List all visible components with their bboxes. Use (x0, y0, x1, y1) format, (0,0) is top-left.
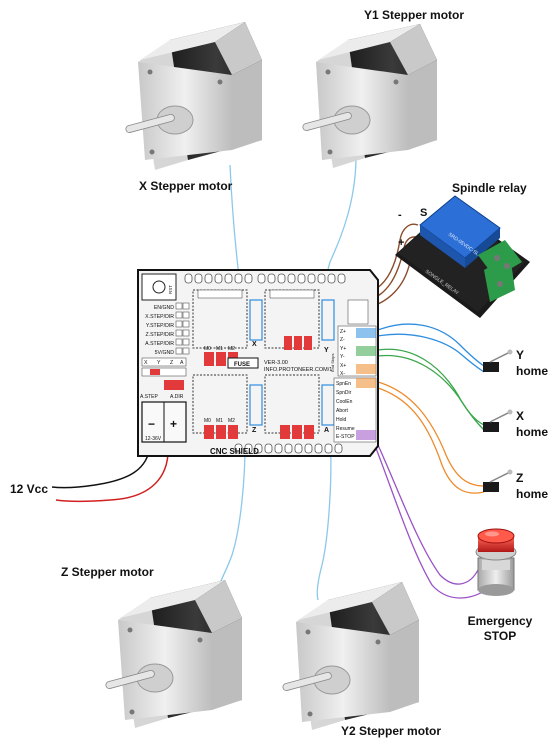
z-stepper-motor (105, 580, 242, 728)
version-label: VER-3.00 (264, 360, 288, 366)
x-home-line2: home (516, 425, 549, 439)
fuse (227, 357, 259, 369)
shield-controls-3-text: Abort (336, 408, 349, 414)
shield-microstep-0-text: M0 (204, 346, 211, 352)
relay-minus-label: - (398, 209, 402, 221)
spindle-relay-module: SRD-05VDC-SL-C SONGLE_RELAY (395, 195, 530, 318)
driver-socket-y: Y (264, 289, 335, 354)
shield-microstep-2-text: M2 (228, 346, 235, 352)
y2-motor-wire (316, 431, 332, 601)
estop-line1: Emergency (467, 614, 533, 628)
pin-label-z: Z.STEP/DIR (145, 332, 174, 338)
y1-motor-label: Y1 Stepper motor (364, 8, 465, 22)
a-step-label: A.STEP (140, 394, 158, 400)
shield-end_stops-0-text: Z+ (340, 329, 346, 335)
vcc-label: 12 Vcc (10, 482, 49, 496)
z-home-switch (483, 469, 513, 492)
shield-end_stops_label-text: End Stops (330, 354, 335, 372)
relay-plus-label: + (398, 237, 404, 249)
shield-end_stops-4-text: X+ (340, 363, 346, 369)
end-stops-header: Z+ Z- Y+ Y- X+ X- End Stops (330, 299, 377, 377)
shield-driver_a-text: A (324, 427, 329, 434)
bottom-header (234, 443, 343, 454)
y1-stepper-motor (302, 24, 437, 168)
power-terminal: − + 12-36V (141, 401, 187, 443)
shield-clone-0-text: X (144, 360, 148, 366)
top-header (184, 273, 346, 284)
z-motor-wire (217, 429, 246, 591)
cnc-shield: RST EN/GND X.STEP/DIR Y.STEP/DIR Z.STEP/… (137, 269, 379, 457)
fuse-label: FUSE (234, 362, 250, 368)
x-stepper-motor (125, 22, 262, 170)
y-home-line1: Y (516, 348, 525, 362)
shield-microstep-2-text: M2 (228, 418, 235, 424)
shield-controls-1-text: SpnDir (336, 390, 352, 396)
shield-power_minus-text: − (148, 417, 155, 431)
relay-signal-label: S (420, 207, 427, 219)
y-home-line2: home (516, 364, 549, 378)
shield-microstep-1-text: M1 (216, 418, 223, 424)
emergency-stop-button (475, 528, 517, 596)
shield-controls-4-text: Hold (336, 417, 347, 423)
z-home-line2: home (516, 487, 549, 501)
shield-end_stops-5-text: X- (340, 371, 345, 377)
shield-driver_x-text: X (252, 341, 257, 348)
shield-title: CNC SHIELD (210, 447, 259, 456)
x-home-label: X home (516, 408, 548, 440)
spindle-relay-label: Spindle relay (452, 181, 527, 195)
shield-end_stops-1-text: Z- (340, 337, 345, 343)
z-home-line1: Z (516, 471, 524, 485)
endstop-wires (371, 323, 487, 599)
reset-label: RST (168, 285, 173, 294)
shield-driver_z-text: Z (252, 427, 257, 434)
x-home-switch (483, 409, 513, 432)
power-wires (51, 444, 169, 503)
website-label: INFO.PROTONEER.COM/1 (264, 367, 332, 373)
x-home-line1: X (516, 409, 525, 423)
shield-clone-3-text: A (180, 360, 184, 366)
pin-label-en: EN/GND (154, 305, 174, 311)
shield-controls-5-text: Resume (336, 426, 355, 432)
shield-clone-1-text: Y (157, 360, 161, 366)
pin-label-x: X.STEP/DIR (145, 314, 174, 320)
shield-end_stops-3-text: Y- (340, 354, 345, 360)
shield-power_range-text: 12-36V (145, 436, 162, 442)
driver-socket-z: M0 M1 M2 Z (192, 374, 263, 439)
y2-motor-label: Y2 Stepper motor (341, 724, 442, 738)
pin-label-y: Y.STEP/DIR (146, 323, 174, 329)
shield-driver_y-text: Y (324, 347, 329, 354)
emergency-stop-label: Emergency STOP (462, 614, 538, 644)
pin-label-5v: 5V/GND (155, 350, 175, 356)
pin-label-a: A.STEP/DIR (145, 341, 174, 347)
shield-microstep-0-text: M0 (204, 418, 211, 424)
z-motor-label: Z Stepper motor (61, 565, 154, 579)
y2-stepper-motor (282, 582, 419, 730)
driver-socket-a: A (264, 374, 335, 439)
left-pin-labels: EN/GND X.STEP/DIR Y.STEP/DIR Z.STEP/DIR … (145, 305, 174, 356)
shield-controls-6-text: E-STOP (336, 434, 355, 440)
estop-line2: STOP (483, 629, 517, 643)
y-home-switch (483, 349, 513, 372)
shield-power_plus-text: + (170, 417, 177, 431)
y-home-label: Y home (516, 347, 548, 379)
x-motor-label: X Stepper motor (139, 179, 233, 193)
shield-controls-0-text: SpnEn (336, 381, 351, 387)
a-dir-label: A.DIR (170, 394, 184, 400)
shield-controls-2-text: CoolEn (336, 399, 353, 405)
shield-clone-2-text: Z (170, 360, 173, 366)
clone-jumpers: X Y Z A (141, 357, 187, 390)
z-home-label: Z home (516, 470, 548, 502)
shield-end_stops-2-text: Y+ (340, 346, 346, 352)
shield-microstep-1-text: M1 (216, 346, 223, 352)
control-header: SpnEn SpnDir CoolEn Abort Hold Resume E-… (333, 377, 377, 443)
